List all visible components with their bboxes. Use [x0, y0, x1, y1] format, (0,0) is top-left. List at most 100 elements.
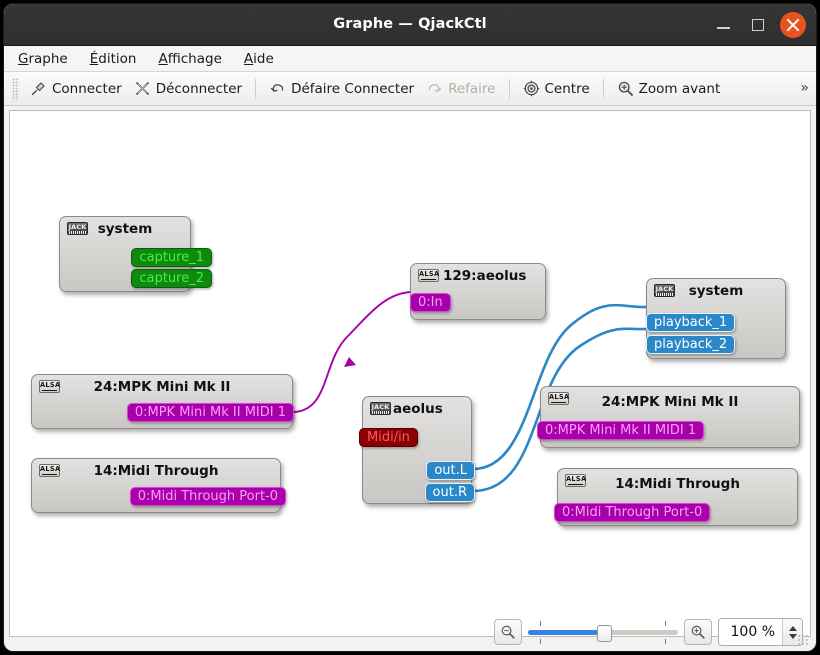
undo-arrow-icon [270, 84, 284, 92]
alsa-icon: ALSA [39, 380, 60, 393]
jack-icon: JACK [370, 402, 391, 415]
node-title: aeolus [393, 401, 443, 417]
slider-tick [540, 639, 541, 644]
node-title: system [97, 221, 153, 237]
zoom-level-value[interactable]: 100 % [730, 624, 775, 640]
node-header: ALSA 24:MPK Mini Mk II [32, 375, 292, 399]
redo-button-label: Refaire [448, 80, 496, 97]
zoom-out-button[interactable] [494, 619, 522, 645]
node-alsa-midithrough-out[interactable]: ALSA 14:Midi Through 0:Midi Through Port… [31, 458, 286, 513]
graph-canvas[interactable]: JACK system capture_1 capture_2 ALSA 24:… [9, 110, 811, 637]
port-capture-1[interactable]: capture_1 [131, 248, 212, 267]
redo-button: Refaire [420, 76, 501, 101]
center-button[interactable]: Centre [517, 76, 596, 101]
node-header: ALSA 24:MPK Mini Mk II [541, 387, 799, 417]
disconnect-x-icon [135, 82, 149, 95]
port-aeolus-out-r[interactable]: out.R [424, 483, 475, 502]
node-jack-aeolus[interactable]: JACK aeolus Midi/in out.L out.R [359, 396, 475, 504]
slider-tick [540, 621, 541, 626]
connect-button-label: Connecter [52, 80, 122, 97]
zoom-in-button-status[interactable] [684, 619, 712, 645]
alsa-icon: ALSA [565, 474, 586, 487]
jack-icon: JACK [67, 222, 88, 235]
toolbar: Connecter Déconnecter Défaire Connecter … [4, 72, 816, 106]
port-mpk-midi-1-out[interactable]: 0:MPK Mini Mk II MIDI 1 [126, 403, 294, 422]
center-button-label: Centre [544, 80, 590, 97]
menu-aide[interactable]: Aide [243, 50, 274, 67]
connect-plug-icon [31, 82, 45, 96]
disconnect-button[interactable]: Déconnecter [128, 76, 248, 101]
node-alsa-aeolus[interactable]: ALSA 129:aeolus 0:In [410, 263, 546, 320]
undo-connect-button-label: Défaire Connecter [291, 80, 415, 97]
connection-arrow [344, 357, 356, 367]
menu-bar: Graphe Édition Affichage Aide [4, 46, 816, 72]
node-title: 14:Midi Through [615, 476, 740, 492]
title-bar: Graphe — QjackCtl [4, 4, 816, 46]
port-aeolus-0-in[interactable]: 0:In [410, 293, 451, 312]
stepper-up-icon[interactable] [788, 625, 797, 631]
node-alsa-midithrough-in[interactable]: ALSA 14:Midi Through 0:Midi Through Port… [554, 468, 798, 526]
node-system-playback[interactable]: JACK system playback_1 playback_2 [646, 278, 786, 359]
port-mpk-midi-1-in[interactable]: 0:MPK Mini Mk II MIDI 1 [537, 421, 705, 440]
node-header: ALSA 14:Midi Through [558, 469, 797, 499]
node-header: ALSA 129:aeolus [411, 264, 545, 288]
node-alsa-mpk-in[interactable]: ALSA 24:MPK Mini Mk II 0:MPK Mini Mk II … [537, 386, 800, 448]
window-title: Graphe — QjackCtl [333, 16, 487, 32]
resize-grip[interactable] [797, 634, 809, 646]
slider-tick [665, 639, 666, 644]
toolbar-separator [602, 78, 604, 99]
zoom-slider[interactable] [528, 620, 678, 644]
menu-graphe[interactable]: Graphe [18, 50, 68, 67]
port-aeolus-midi-in[interactable]: Midi/in [359, 428, 418, 447]
connection-mpk-to-aeolus-in[interactable] [292, 291, 411, 413]
toolbar-separator [255, 78, 257, 99]
node-title: 24:MPK Mini Mk II [93, 379, 231, 395]
node-title: 14:Midi Through [93, 463, 219, 479]
menu-affichage[interactable]: Affichage [158, 50, 222, 67]
disconnect-button-label: Déconnecter [155, 80, 243, 97]
minimize-button[interactable] [713, 15, 733, 35]
node-title: 24:MPK Mini Mk II [601, 394, 739, 410]
connection-outl-to-playback1[interactable] [472, 303, 647, 471]
slider-fill [528, 630, 603, 635]
zoom-in-icon [691, 625, 705, 639]
alsa-icon: ALSA [548, 392, 569, 405]
node-header: ALSA 14:Midi Through [32, 459, 280, 483]
port-playback-2[interactable]: playback_2 [646, 335, 736, 354]
node-title: system [688, 283, 744, 299]
port-capture-2[interactable]: capture_2 [131, 269, 212, 288]
connection-outr-to-playback2[interactable] [472, 327, 647, 493]
undo-connect-button[interactable]: Défaire Connecter [263, 76, 420, 101]
center-target-icon [523, 80, 539, 97]
node-header: JACK aeolus [363, 397, 471, 421]
zoom-in-icon [618, 81, 633, 96]
port-playback-1[interactable]: playback_1 [646, 313, 736, 332]
alsa-icon: ALSA [418, 269, 439, 282]
maximize-button[interactable] [748, 15, 768, 35]
zoom-level-spinbox[interactable]: 100 % [718, 618, 803, 646]
slider-tick [665, 621, 666, 626]
node-header: JACK system [60, 217, 190, 241]
jack-icon: JACK [654, 284, 675, 297]
port-aeolus-out-l[interactable]: out.L [426, 461, 475, 480]
status-bar: 100 % [9, 616, 811, 648]
stepper-down-icon[interactable] [788, 633, 797, 639]
close-button[interactable] [780, 12, 806, 38]
slider-handle[interactable] [597, 625, 612, 642]
menu-edition[interactable]: Édition [89, 50, 137, 67]
port-midithrough-port0-in[interactable]: 0:Midi Through Port-0 [554, 503, 711, 522]
toolbar-drag-handle[interactable] [12, 77, 19, 100]
node-title: 129:aeolus [443, 268, 527, 284]
node-system-capture[interactable]: JACK system capture_1 capture_2 [59, 216, 212, 292]
redo-arrow-icon [428, 84, 442, 92]
alsa-icon: ALSA [39, 464, 60, 477]
toolbar-overflow-button[interactable]: » [800, 80, 809, 96]
zoom-in-button-label: Zoom avant [638, 80, 721, 97]
connect-button[interactable]: Connecter [24, 76, 128, 101]
port-midithrough-port0-out[interactable]: 0:Midi Through Port-0 [129, 487, 286, 506]
node-alsa-mpk-out[interactable]: ALSA 24:MPK Mini Mk II 0:MPK Mini Mk II … [31, 374, 294, 429]
zoom-in-button[interactable]: Zoom avant [611, 76, 727, 101]
toolbar-separator [508, 78, 510, 99]
qjackctl-graph-window: Graphe — QjackCtl Graphe Édition Afficha… [4, 4, 816, 651]
node-header: JACK system [647, 279, 785, 303]
